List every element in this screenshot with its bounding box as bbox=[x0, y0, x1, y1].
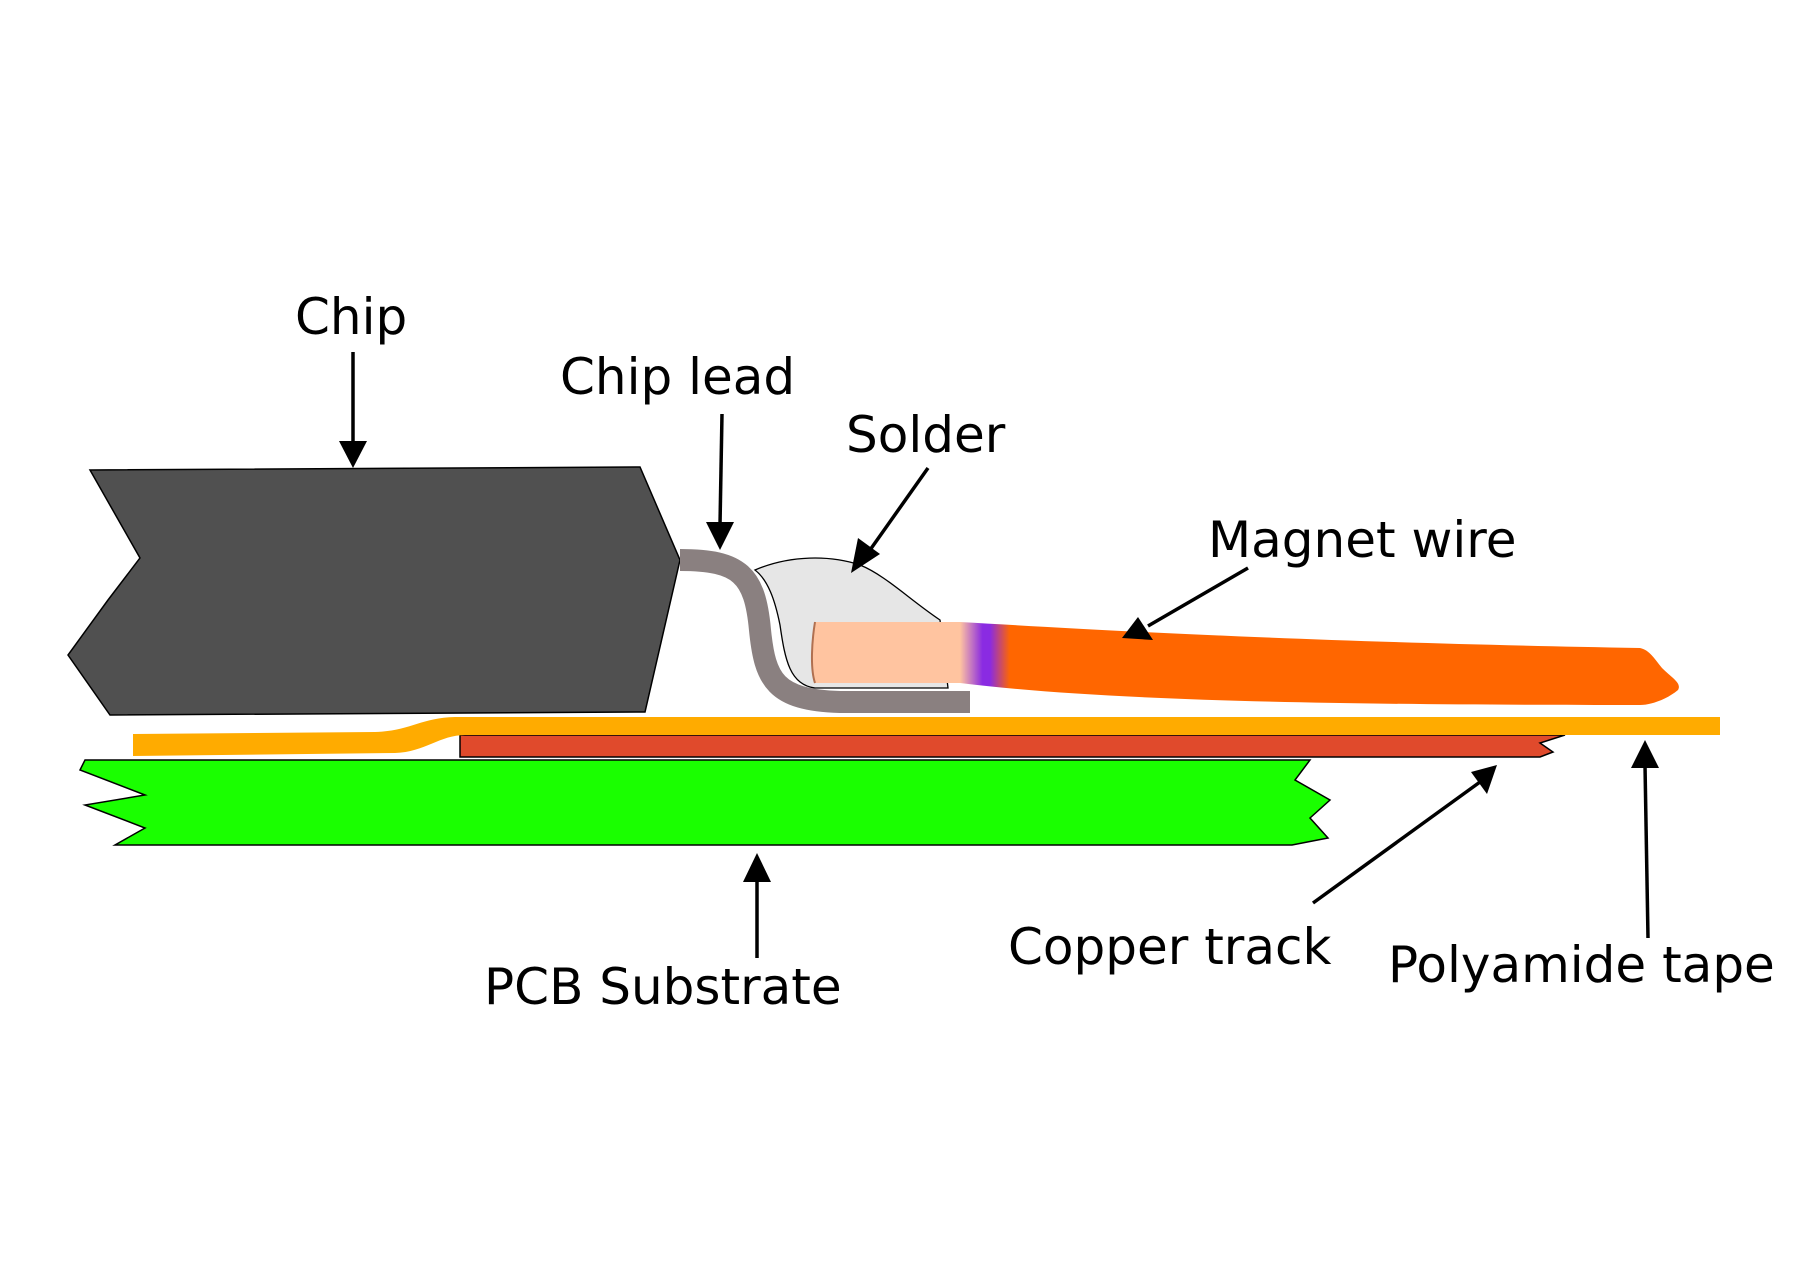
chip-lead bbox=[679, 549, 970, 713]
chip-lead-arrow bbox=[718, 413, 724, 526]
solder-arrowhead bbox=[851, 538, 880, 573]
magnet-wire-arrowhead bbox=[1122, 617, 1153, 640]
chip-lead-label: Chip lead bbox=[560, 348, 795, 406]
solder-arrow bbox=[868, 466, 930, 552]
copper-track-label: Copper track bbox=[1008, 918, 1331, 976]
chip-label: Chip bbox=[295, 288, 407, 346]
chip-body bbox=[67, 466, 681, 716]
wire-bare-end bbox=[811, 621, 816, 684]
chip-lead-arrowhead bbox=[706, 522, 734, 550]
pcb-substrate-label: PCB Substrate bbox=[484, 958, 842, 1016]
copper-track-arrow bbox=[1311, 780, 1482, 905]
polyamide-tape-arrow bbox=[1643, 764, 1650, 939]
pcb-substrate-arrowhead bbox=[743, 853, 771, 882]
pcb-substrate bbox=[78, 759, 1332, 846]
polyamide-tape bbox=[133, 717, 1720, 756]
copper-track bbox=[459, 734, 1566, 758]
polyamide-tape-label: Polyamide tape bbox=[1388, 936, 1775, 994]
chip-arrowhead bbox=[339, 441, 367, 468]
magnet-wire-label: Magnet wire bbox=[1208, 511, 1516, 569]
magnet-wire-arrow bbox=[1147, 566, 1249, 628]
copper-track-arrowhead bbox=[1471, 765, 1497, 794]
solder-label: Solder bbox=[846, 406, 1006, 464]
magnet-wire bbox=[811, 622, 1679, 705]
polyamide-tape-arrowhead bbox=[1631, 740, 1659, 768]
